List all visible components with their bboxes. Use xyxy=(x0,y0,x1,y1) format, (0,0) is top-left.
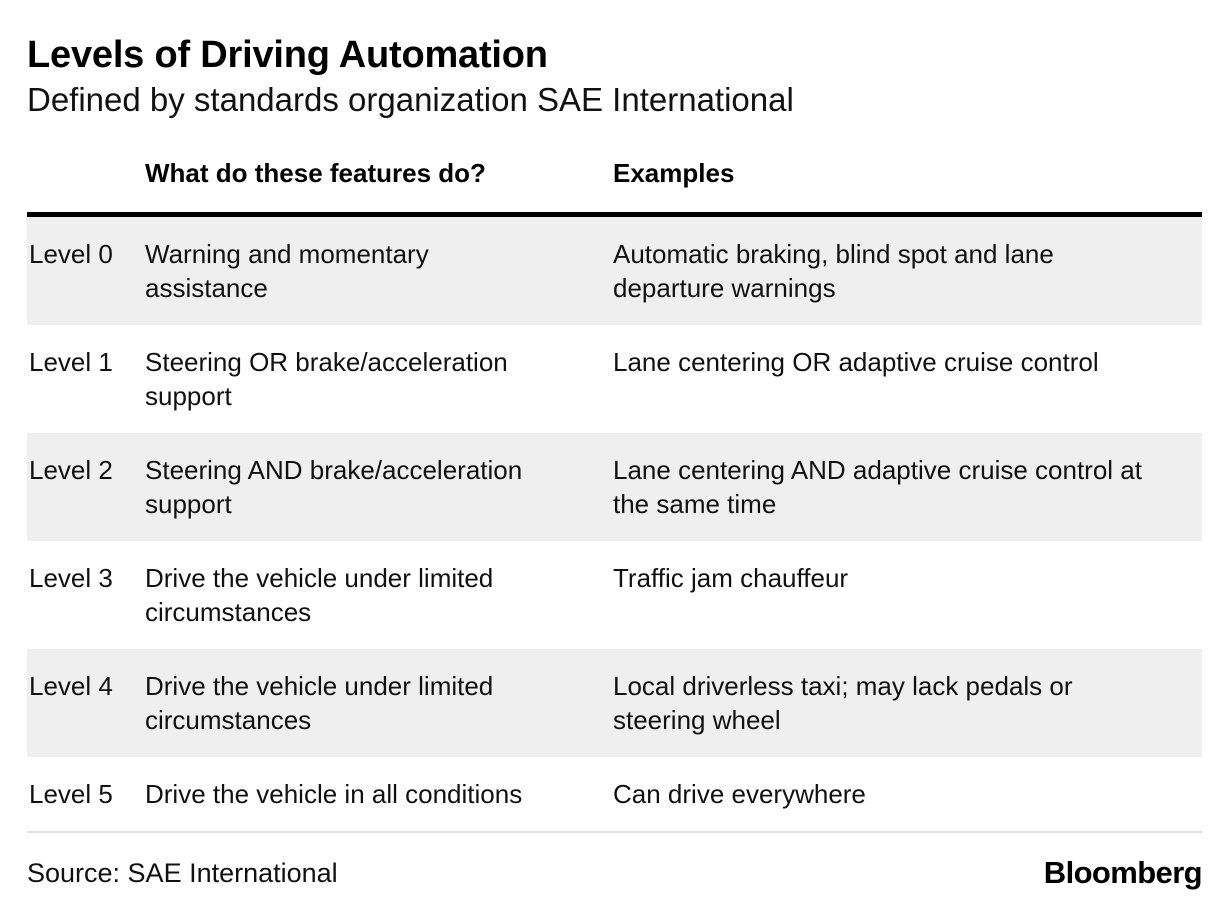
level-cell: Level 3 xyxy=(29,563,113,593)
level-cell: Level 5 xyxy=(29,779,113,809)
column-header-level xyxy=(27,156,145,190)
examples-cell: Lane centering OR adaptive cruise contro… xyxy=(613,347,1099,377)
examples-cell: Local driverless taxi; may lack pedals o… xyxy=(613,671,1073,735)
table-body: Level 0 Warning and momentary assistance… xyxy=(27,217,1202,833)
page-subtitle: Defined by standards organization SAE In… xyxy=(27,81,794,118)
examples-cell: Lane centering AND adaptive cruise contr… xyxy=(613,455,1142,519)
features-cell: Steering OR brake/acceleration support xyxy=(145,347,508,411)
column-header-examples: Examples xyxy=(613,158,735,188)
level-cell: Level 1 xyxy=(29,347,113,377)
features-cell: Drive the vehicle in all conditions xyxy=(145,779,523,809)
column-header-features: What do these features do? xyxy=(145,158,486,188)
table-row-level-2: Level 2 Steering AND brake/acceleration … xyxy=(27,433,1202,541)
table-row-level-1: Level 1 Steering OR brake/acceleration s… xyxy=(27,325,1202,433)
examples-cell: Can drive everywhere xyxy=(613,779,866,809)
features-cell: Warning and momentary assistance xyxy=(145,239,429,303)
automation-table: What do these features do? Examples Leve… xyxy=(27,156,1202,833)
examples-cell: Traffic jam chauffeur xyxy=(613,563,849,593)
level-cell: Level 4 xyxy=(29,671,113,701)
features-cell: Drive the vehicle under limited circumst… xyxy=(145,671,494,735)
level-cell: Level 0 xyxy=(29,239,113,269)
features-cell: Drive the vehicle under limited circumst… xyxy=(145,563,494,627)
table-header-row: What do these features do? Examples xyxy=(27,156,1202,217)
bloomberg-logo: Bloomberg xyxy=(1043,855,1203,890)
level-cell: Level 2 xyxy=(29,455,113,485)
source-note: Source: SAE International xyxy=(27,858,338,888)
table-row-level-5: Level 5 Drive the vehicle in all conditi… xyxy=(27,757,1202,831)
page-title: Levels of Driving Automation xyxy=(27,34,548,76)
footer: Source: SAE International Bloomberg xyxy=(27,855,1203,891)
examples-cell: Automatic braking, blind spot and lane d… xyxy=(613,239,1054,303)
table-row-level-0: Level 0 Warning and momentary assistance… xyxy=(27,217,1202,325)
features-cell: Steering AND brake/acceleration support xyxy=(145,455,523,519)
table-row-level-4: Level 4 Drive the vehicle under limited … xyxy=(27,649,1202,757)
table-row-level-3: Level 3 Drive the vehicle under limited … xyxy=(27,541,1202,649)
